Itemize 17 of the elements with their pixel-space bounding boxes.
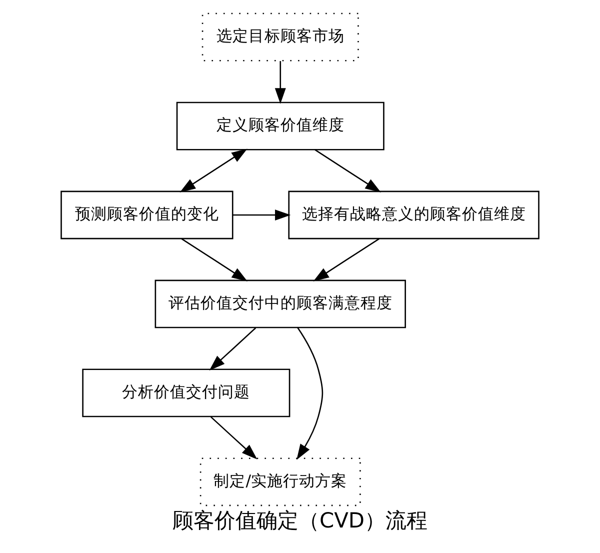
node-box: 选择有战略意义的顾客价值维度 — [288, 190, 540, 240]
node-box: 定义顾客价值维度 — [176, 102, 384, 150]
node-box: 预测顾客价值的变化 — [60, 190, 234, 240]
arrow — [296, 327, 324, 460]
arrow — [314, 149, 381, 192]
node-box: 评估价值交付中的顾客满意程度 — [154, 280, 406, 328]
caption: 顾客价值确定（CVD）流程 — [172, 508, 428, 532]
arrow — [313, 238, 380, 282]
arrow — [232, 210, 291, 221]
arrow — [209, 327, 256, 370]
node-box: 选定目标顾客市场 — [202, 12, 359, 62]
arrow — [274, 61, 286, 104]
arrow — [181, 238, 248, 282]
arrow — [210, 416, 258, 460]
arrow — [180, 148, 248, 192]
node-box: 制定/实施行动方案 — [200, 458, 361, 506]
node-box: 分析价值交付问题 — [82, 368, 290, 418]
